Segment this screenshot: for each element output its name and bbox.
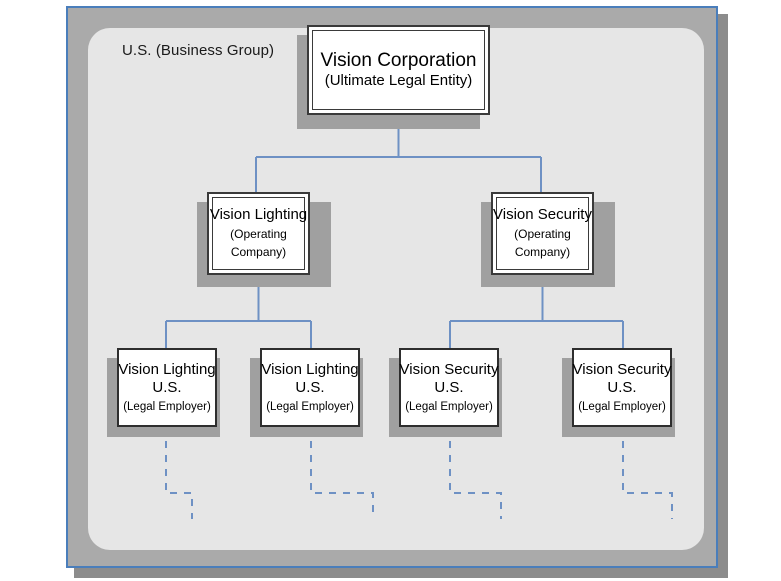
employer-4-title-line1: Vision Security — [572, 361, 672, 379]
employer-3-title-line2: U.S. — [434, 378, 464, 396]
lighting-op-subtitle-line1: (Operating — [230, 226, 287, 241]
employer-1-title-line2: U.S. — [152, 378, 182, 396]
employer-1-title-line1: Vision Lighting — [118, 361, 216, 379]
node-vision-lighting-operating[interactable]: Vision Lighting (Operating Company) — [207, 192, 310, 275]
employer-4-title-line2: U.S. — [607, 378, 637, 396]
corporation-title: Vision Corporation — [320, 50, 477, 72]
lighting-op-title: Vision Lighting — [209, 206, 308, 224]
node-vision-security-operating[interactable]: Vision Security (Operating Company) — [491, 192, 594, 275]
node-legal-employer-1[interactable]: Vision Lighting U.S. (Legal Employer) — [117, 348, 217, 427]
security-op-subtitle-line2: Company) — [514, 244, 571, 259]
employer-3-title-line1: Vision Security — [399, 361, 499, 379]
employer-2-title-line1: Vision Lighting — [261, 361, 359, 379]
security-op-title: Vision Security — [493, 206, 592, 224]
lighting-op-subtitle-line2: Company) — [230, 244, 287, 259]
employer-1-subtitle: (Legal Employer) — [123, 400, 211, 413]
employer-2-title-line2: U.S. — [295, 378, 325, 396]
node-vision-corporation[interactable]: Vision Corporation (Ultimate Legal Entit… — [307, 25, 490, 115]
employer-2-subtitle: (Legal Employer) — [266, 400, 354, 413]
node-legal-employer-4[interactable]: Vision Security U.S. (Legal Employer) — [572, 348, 672, 427]
employer-4-subtitle: (Legal Employer) — [578, 400, 666, 413]
employer-3-subtitle: (Legal Employer) — [405, 400, 493, 413]
business-group-label: U.S. (Business Group) — [122, 42, 275, 59]
node-legal-employer-3[interactable]: Vision Security U.S. (Legal Employer) — [399, 348, 499, 427]
node-legal-employer-2[interactable]: Vision Lighting U.S. (Legal Employer) — [260, 348, 360, 427]
corporation-subtitle: (Ultimate Legal Entity) — [324, 71, 473, 89]
security-op-subtitle-line1: (Operating — [514, 226, 571, 241]
